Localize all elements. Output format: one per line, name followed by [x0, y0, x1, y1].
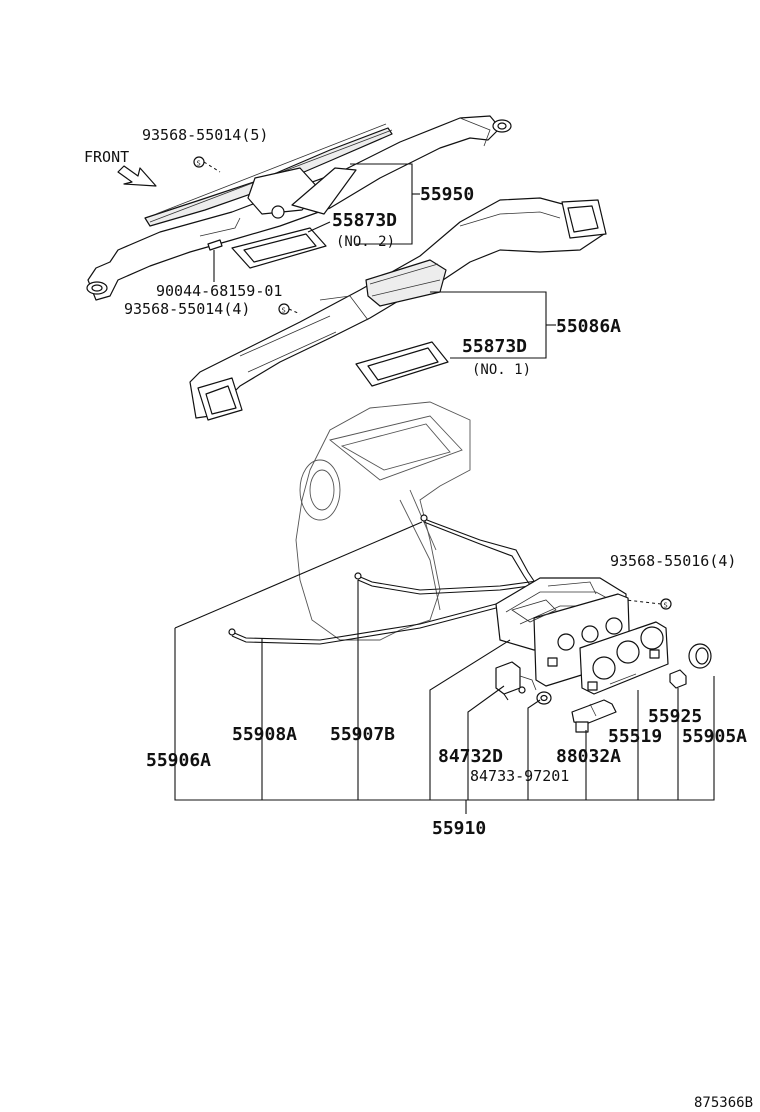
label-55906a: 55906A [146, 750, 211, 771]
svg-text:S: S [664, 602, 668, 610]
label-55905a: 55905A [682, 726, 747, 747]
svg-text:S: S [282, 307, 286, 315]
label-93568-55014-4: 93568-55014(4) [124, 300, 250, 318]
label-no1: (NO. 1) [472, 362, 531, 378]
seal-55873d-no2 [231, 227, 327, 269]
drawing-number: 875366B [694, 1095, 753, 1111]
bulb-88032a [571, 699, 617, 733]
svg-text:S: S [197, 160, 201, 168]
screw-symbol-icon: S [660, 598, 672, 610]
cables [228, 514, 545, 645]
face-plate-55519 [579, 621, 669, 695]
front-arrow-icon [117, 165, 157, 187]
knob-84733-97201 [536, 691, 552, 705]
seal-55873d-no1 [355, 341, 449, 387]
screw-symbol-icon: S [278, 303, 290, 315]
label-88032a: 88032A [556, 746, 621, 767]
label-55873d-top: 55873D [332, 210, 397, 231]
label-84732d: 84732D [438, 746, 503, 767]
label-90044-68159-01: 90044-68159-01 [156, 282, 282, 300]
heater-unit-ghost [295, 401, 471, 641]
button-55925 [669, 669, 687, 689]
label-55908a: 55908A [232, 724, 297, 745]
screw-symbol-icon: S [193, 156, 205, 168]
control-assembly-55910 [495, 577, 631, 687]
label-55950: 55950 [420, 184, 474, 205]
defroster-duct-55950 [86, 115, 512, 301]
label-55907b: 55907B [330, 724, 395, 745]
label-93568-55014-5: 93568-55014(5) [142, 126, 268, 144]
label-no2: (NO. 2) [336, 234, 395, 250]
label-55086a: 55086A [556, 316, 621, 337]
label-55873d-bottom: 55873D [462, 336, 527, 357]
label-55910: 55910 [432, 818, 486, 839]
side-duct-55086a [189, 197, 607, 421]
label-84733-97201: 84733-97201 [470, 767, 569, 785]
leader-lines [174, 163, 715, 814]
front-label: FRONT [84, 148, 129, 166]
knob-55905a [688, 643, 712, 669]
label-55925: 55925 [648, 706, 702, 727]
label-93568-55016-4: 93568-55016(4) [610, 552, 736, 570]
clip-90044 [207, 239, 223, 262]
label-55519: 55519 [608, 726, 662, 747]
switch-84732d [495, 661, 537, 701]
